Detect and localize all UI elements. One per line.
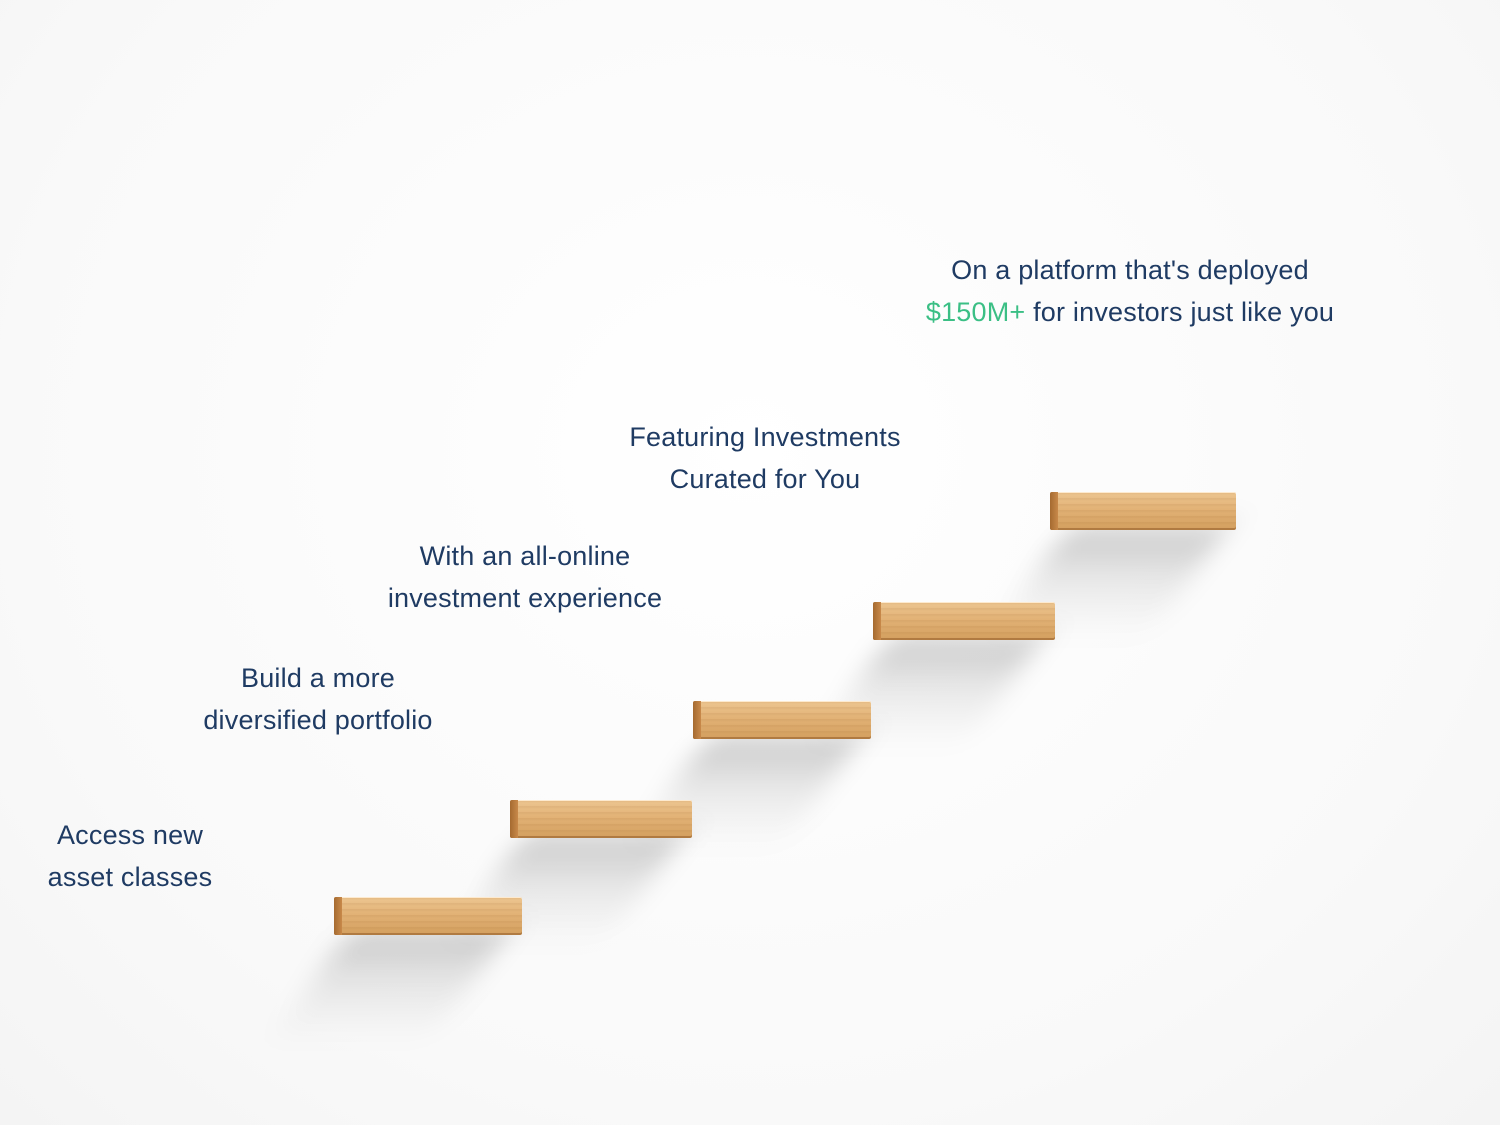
wooden-step-4 xyxy=(873,602,1055,640)
wooden-step-1 xyxy=(334,897,522,935)
caption-line: On a platform that's deployed xyxy=(951,255,1309,285)
wooden-step-3 xyxy=(693,701,871,739)
step-shadow xyxy=(272,930,510,1040)
caption-line-rest: for investors just like you xyxy=(1025,297,1335,327)
caption-line: asset classes xyxy=(47,862,213,892)
caption-step-2: Build a more diversified portfolio xyxy=(168,657,468,741)
caption-step-4: Featuring Investments Curated for You xyxy=(595,416,935,500)
caption-step-3: With an all-online investment experience xyxy=(355,535,695,619)
caption-line-2: $150M+ for investors just like you xyxy=(880,291,1380,333)
caption-step-1: Access new asset classes xyxy=(20,814,240,898)
wooden-step-2 xyxy=(510,800,692,838)
caption-line: Build a more xyxy=(241,663,395,693)
caption-line: With an all-online xyxy=(419,541,631,571)
caption-line: investment experience xyxy=(387,583,663,613)
caption-line: Access new xyxy=(56,820,204,850)
caption-line: Featuring Investments xyxy=(629,422,901,452)
stat-highlight: $150M+ xyxy=(925,297,1026,327)
caption-line: Curated for You xyxy=(669,464,861,494)
caption-step-5: On a platform that's deployed $150M+ for… xyxy=(880,249,1380,333)
caption-line: diversified portfolio xyxy=(203,705,433,735)
wooden-step-5 xyxy=(1050,492,1236,530)
